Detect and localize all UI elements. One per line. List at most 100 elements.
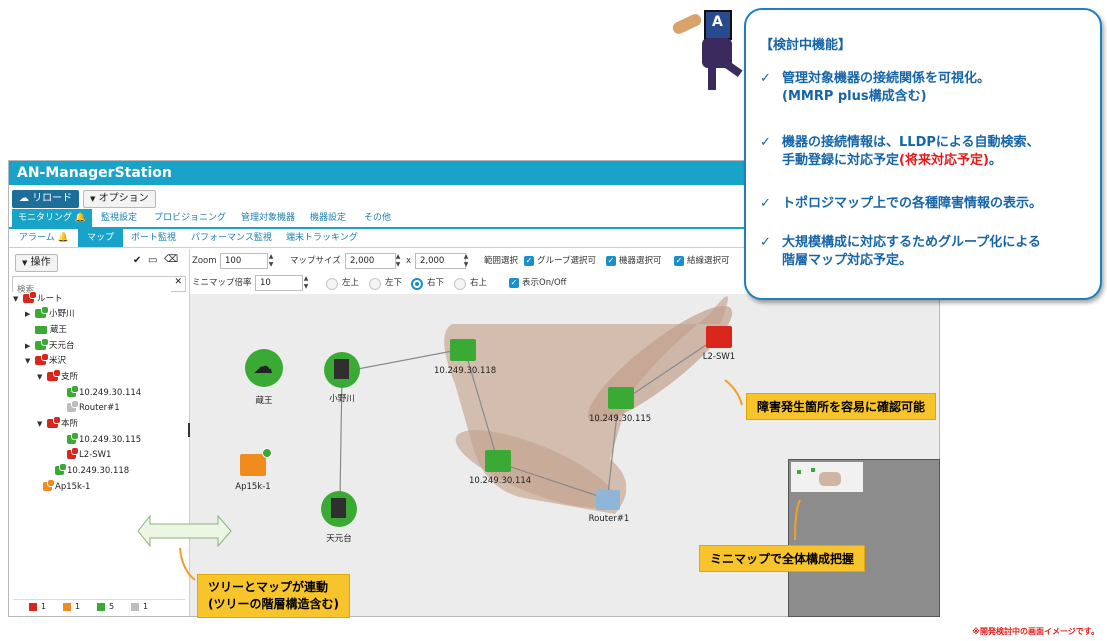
folder-open-icon[interactable]: ▭ [148, 255, 158, 266]
check-all-icon[interactable]: ✔ [133, 255, 142, 266]
tree-item-label: 天元台 [49, 341, 75, 351]
minimap-ratio-stepper[interactable]: ▲▼ [303, 275, 309, 290]
tab-other[interactable]: その他 [364, 213, 392, 223]
map-width-stepper[interactable]: ▲▼ [395, 253, 401, 268]
tab-monitoring[interactable]: モニタリング 🔔 [12, 209, 93, 227]
link-select-checkbox[interactable]: ✓ [674, 256, 684, 266]
tree-item-device[interactable]: Router#1 [67, 400, 120, 415]
zoom-input[interactable]: 100 [220, 253, 268, 269]
zoom-stepper[interactable]: ▲▼ [268, 253, 274, 268]
clear-search-icon[interactable]: ✕ [174, 277, 182, 287]
chevron-down-icon: ▼ [22, 259, 28, 267]
footnote: ※開発検討中の画面イメージです。 [972, 627, 1099, 636]
switch-node[interactable] [485, 450, 511, 472]
tab-monitoring-label: モニタリング [18, 213, 73, 223]
reload-button[interactable]: ☁ リロード [12, 190, 80, 208]
search-input[interactable] [13, 283, 171, 297]
tab-device-settings[interactable]: 機器設定 [310, 213, 347, 223]
node-label: 天元台 [326, 534, 352, 544]
building-icon [331, 498, 346, 518]
tree-item-branch[interactable]: ▼支所 [37, 369, 78, 384]
tree-item-zao[interactable]: 蔵王 [35, 323, 67, 337]
tab-monitor-settings[interactable]: 監視設定 [101, 213, 138, 223]
link-select-label: 結線選択可 [687, 256, 730, 266]
critical-count: 1 [41, 602, 47, 611]
map-size-label: マップサイズ [290, 256, 341, 266]
link-line[interactable] [341, 348, 464, 373]
tree-link-callout-line2: (ツリーの階層構造含む) [208, 597, 339, 611]
operation-button[interactable]: ▼ 操作 [15, 254, 58, 272]
check-icon: ✓ [760, 71, 771, 86]
expand-icon[interactable]: ▶ [25, 342, 31, 350]
fault-callout: 障害発生箇所を容易に確認可能 [746, 393, 937, 420]
map-width-input[interactable]: 2,000 [345, 253, 396, 269]
router-node[interactable] [596, 490, 620, 510]
feature-text: 手動登録に対応予定 [782, 153, 900, 168]
minimap-ratio-input[interactable]: 10 [255, 275, 303, 291]
link-line[interactable] [339, 371, 343, 500]
link-line[interactable] [465, 353, 499, 463]
tab-alarm[interactable]: アラーム 🔔 [19, 229, 69, 247]
tree-item-device[interactable]: L2-SW1 [67, 447, 111, 462]
feature-text: 大規模構成に対応するためグループ化による [782, 235, 1041, 250]
device-icon [67, 385, 79, 397]
minimap-viewport[interactable] [791, 462, 863, 492]
tab-map[interactable]: マップ [78, 229, 124, 247]
tree-item-root[interactable]: ▼ルート [13, 291, 63, 306]
expand-icon[interactable]: ▶ [25, 310, 31, 318]
device-select-checkbox[interactable]: ✓ [606, 256, 616, 266]
switch-node[interactable] [608, 387, 634, 409]
collapse-icon[interactable]: ▼ [13, 295, 19, 303]
minimap[interactable] [788, 459, 940, 617]
tree-item-onogawa[interactable]: ▶小野川 [25, 306, 75, 321]
tree-item-tengendai[interactable]: ▶ 天元台 [25, 338, 75, 353]
zoom-label: Zoom [192, 256, 217, 266]
ap-node[interactable] [240, 448, 272, 476]
pos-top-left-label: 左上 [342, 278, 360, 288]
tab-port-monitor[interactable]: ポート監視 [131, 233, 177, 243]
group-select-checkbox[interactable]: ✓ [524, 256, 534, 266]
link-line[interactable] [501, 463, 605, 499]
pos-bottom-left-radio[interactable] [369, 278, 381, 290]
link-line[interactable] [617, 338, 716, 405]
map-height-stepper[interactable]: ▲▼ [463, 253, 469, 268]
pos-bottom-right-radio[interactable] [411, 278, 423, 290]
tree-item-main-office[interactable]: ▼本所 [37, 416, 78, 431]
building-node-tengendai[interactable] [321, 491, 357, 527]
tree-item-device[interactable]: 10.249.30.118 [55, 463, 129, 478]
pos-top-left-radio[interactable] [326, 278, 338, 290]
device-icon [67, 432, 79, 444]
link-line[interactable] [607, 413, 618, 495]
node-label: 蔵王 [255, 396, 273, 406]
feature-text: 階層マップ対応予定。 [782, 253, 913, 268]
options-button[interactable]: ▼ オプション [83, 190, 156, 208]
collapse-icon[interactable]: ▼ [37, 420, 43, 428]
tab-performance[interactable]: パフォーマンス監視 [191, 233, 272, 243]
splitter-handle[interactable] [188, 423, 190, 437]
feature-text-end: 。 [988, 153, 1002, 168]
callout-pointer [794, 499, 801, 541]
tree-item-device[interactable]: 10.249.30.115 [67, 432, 141, 447]
switch-node[interactable] [450, 339, 476, 361]
collapse-icon[interactable]: ▼ [25, 357, 31, 365]
tab-provisioning[interactable]: プロビジョニング [154, 213, 227, 223]
tab-terminal-tracking[interactable]: 端末トラッキング [286, 233, 358, 243]
tab-managed-devices[interactable]: 管理対象機器 [241, 213, 296, 223]
check-icon: ✓ [760, 196, 771, 211]
collapse-icon[interactable]: ▼ [37, 373, 43, 381]
cloud-node-zao[interactable]: ☁ [245, 349, 283, 387]
node-label: 10.249.30.118 [434, 366, 497, 376]
check-icon: ✓ [760, 235, 771, 250]
building-node-onogawa[interactable] [324, 352, 360, 388]
topology-map[interactable]: ☁ 蔵王 小野川 Ap15k-1 天元台 10.249.30.118 10.24… [190, 294, 940, 617]
map-height-input[interactable]: 2,000 [415, 253, 466, 269]
pos-top-right-radio[interactable] [454, 278, 466, 290]
feature-text: トポロジマップ上での各種障害情報の表示。 [782, 196, 1043, 211]
show-minimap-checkbox[interactable]: ✓ [509, 278, 519, 288]
tree-item-device[interactable]: 10.249.30.114 [67, 385, 141, 400]
switch-node-fault[interactable] [706, 326, 732, 348]
feature-item: ✓ 管理対象機器の接続関係を可視化。 (MMRP plus構成含む) [760, 70, 1090, 106]
tree-item-yonezawa[interactable]: ▼米沢 [25, 353, 66, 368]
tree-item-device[interactable]: Ap15k-1 [43, 479, 90, 494]
eraser-icon[interactable]: ⌫ [164, 254, 179, 265]
